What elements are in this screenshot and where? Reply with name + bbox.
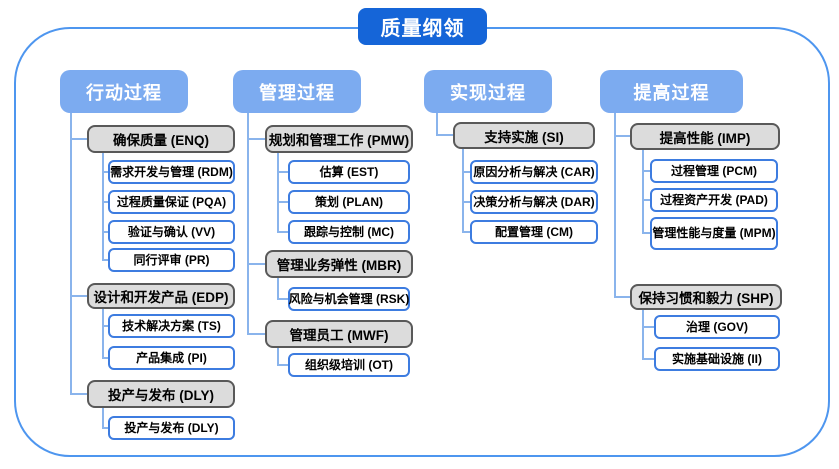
leaf-node-ts: 技术解决方案 (TS) bbox=[108, 314, 235, 338]
leaf-node-mpm: 管理性能与度量 (MPM) bbox=[650, 217, 778, 250]
leaf-node-mc: 跟踪与控制 (MC) bbox=[288, 220, 410, 244]
column-header-management-process: 管理过程 bbox=[233, 70, 361, 113]
leaf-node-pr: 同行评审 (PR) bbox=[108, 248, 235, 272]
connector bbox=[102, 231, 108, 233]
connector bbox=[277, 278, 279, 299]
connector bbox=[436, 134, 453, 136]
connector bbox=[436, 113, 438, 135]
leaf-node-vv: 验证与确认 (VV) bbox=[108, 220, 235, 244]
column-header-improvement-process: 提高过程 bbox=[600, 70, 743, 113]
connector bbox=[70, 295, 87, 297]
connector bbox=[102, 171, 108, 173]
connector bbox=[70, 113, 72, 394]
leaf-node-rsk: 风险与机会管理 (RSK) bbox=[288, 287, 410, 311]
leaf-node-est: 估算 (EST) bbox=[288, 160, 410, 184]
connector bbox=[247, 263, 265, 265]
leaf-node-dar: 决策分析与解决 (DAR) bbox=[470, 190, 598, 214]
connector bbox=[102, 259, 108, 261]
connector bbox=[277, 201, 288, 203]
leaf-node-pcm: 过程管理 (PCM) bbox=[650, 159, 778, 183]
leaf-node-pqa: 过程质量保证 (PQA) bbox=[108, 190, 235, 214]
column-header-action-process: 行动过程 bbox=[60, 70, 188, 113]
group-node-enq: 确保质量 (ENQ) bbox=[87, 125, 235, 153]
group-node-mbr: 管理业务弹性 (MBR) bbox=[265, 250, 413, 278]
leaf-node-car: 原因分析与解决 (CAR) bbox=[470, 160, 598, 184]
connector bbox=[642, 170, 650, 172]
connector bbox=[642, 310, 644, 359]
connector bbox=[462, 201, 470, 203]
leaf-node-pi: 产品集成 (PI) bbox=[108, 346, 235, 370]
connector bbox=[277, 348, 279, 365]
connector bbox=[642, 232, 650, 234]
leaf-node-dly: 投产与发布 (DLY) bbox=[108, 416, 235, 440]
connector bbox=[462, 149, 464, 232]
group-node-mwf: 管理员工 (MWF) bbox=[265, 320, 413, 348]
connector bbox=[277, 153, 279, 232]
column-header-realization-process: 实现过程 bbox=[424, 70, 552, 113]
connector bbox=[247, 138, 265, 140]
group-node-edp: 设计和开发产品 (EDP) bbox=[87, 283, 235, 309]
leaf-node-rdm: 需求开发与管理 (RDM) bbox=[108, 160, 235, 184]
connector bbox=[102, 309, 104, 357]
group-node-dly: 投产与发布 (DLY) bbox=[87, 380, 235, 408]
leaf-node-cm: 配置管理 (CM) bbox=[470, 220, 598, 244]
diagram-title: 质量纲领 bbox=[358, 8, 487, 45]
connector bbox=[247, 333, 265, 335]
leaf-node-pad: 过程资产开发 (PAD) bbox=[650, 188, 778, 212]
leaf-node-plan: 策划 (PLAN) bbox=[288, 190, 410, 214]
connector bbox=[642, 150, 644, 233]
connector bbox=[642, 358, 654, 360]
connector bbox=[277, 298, 288, 300]
connector bbox=[614, 296, 630, 298]
group-node-shp: 保持习惯和毅力 (SHP) bbox=[630, 284, 782, 310]
connector bbox=[247, 113, 249, 334]
connector bbox=[102, 325, 108, 327]
connector bbox=[462, 171, 470, 173]
connector bbox=[462, 231, 470, 233]
connector bbox=[277, 231, 288, 233]
group-node-si: 支持实施 (SI) bbox=[453, 122, 595, 149]
connector bbox=[102, 427, 108, 429]
group-node-imp: 提高性能 (IMP) bbox=[630, 123, 780, 150]
connector bbox=[614, 135, 630, 137]
connector bbox=[277, 171, 288, 173]
connector bbox=[277, 364, 288, 366]
leaf-node-ot: 组织级培训 (OT) bbox=[288, 353, 410, 377]
connector bbox=[70, 393, 87, 395]
connector bbox=[70, 138, 87, 140]
connector bbox=[102, 153, 104, 260]
leaf-node-ii: 实施基础设施 (II) bbox=[654, 347, 780, 371]
connector bbox=[642, 199, 650, 201]
group-node-pmw: 规划和管理工作 (PMW) bbox=[265, 125, 413, 153]
leaf-node-gov: 治理 (GOV) bbox=[654, 315, 780, 339]
connector bbox=[642, 326, 654, 328]
connector bbox=[102, 201, 108, 203]
connector bbox=[102, 357, 108, 359]
connector bbox=[614, 113, 616, 297]
connector bbox=[102, 408, 104, 428]
